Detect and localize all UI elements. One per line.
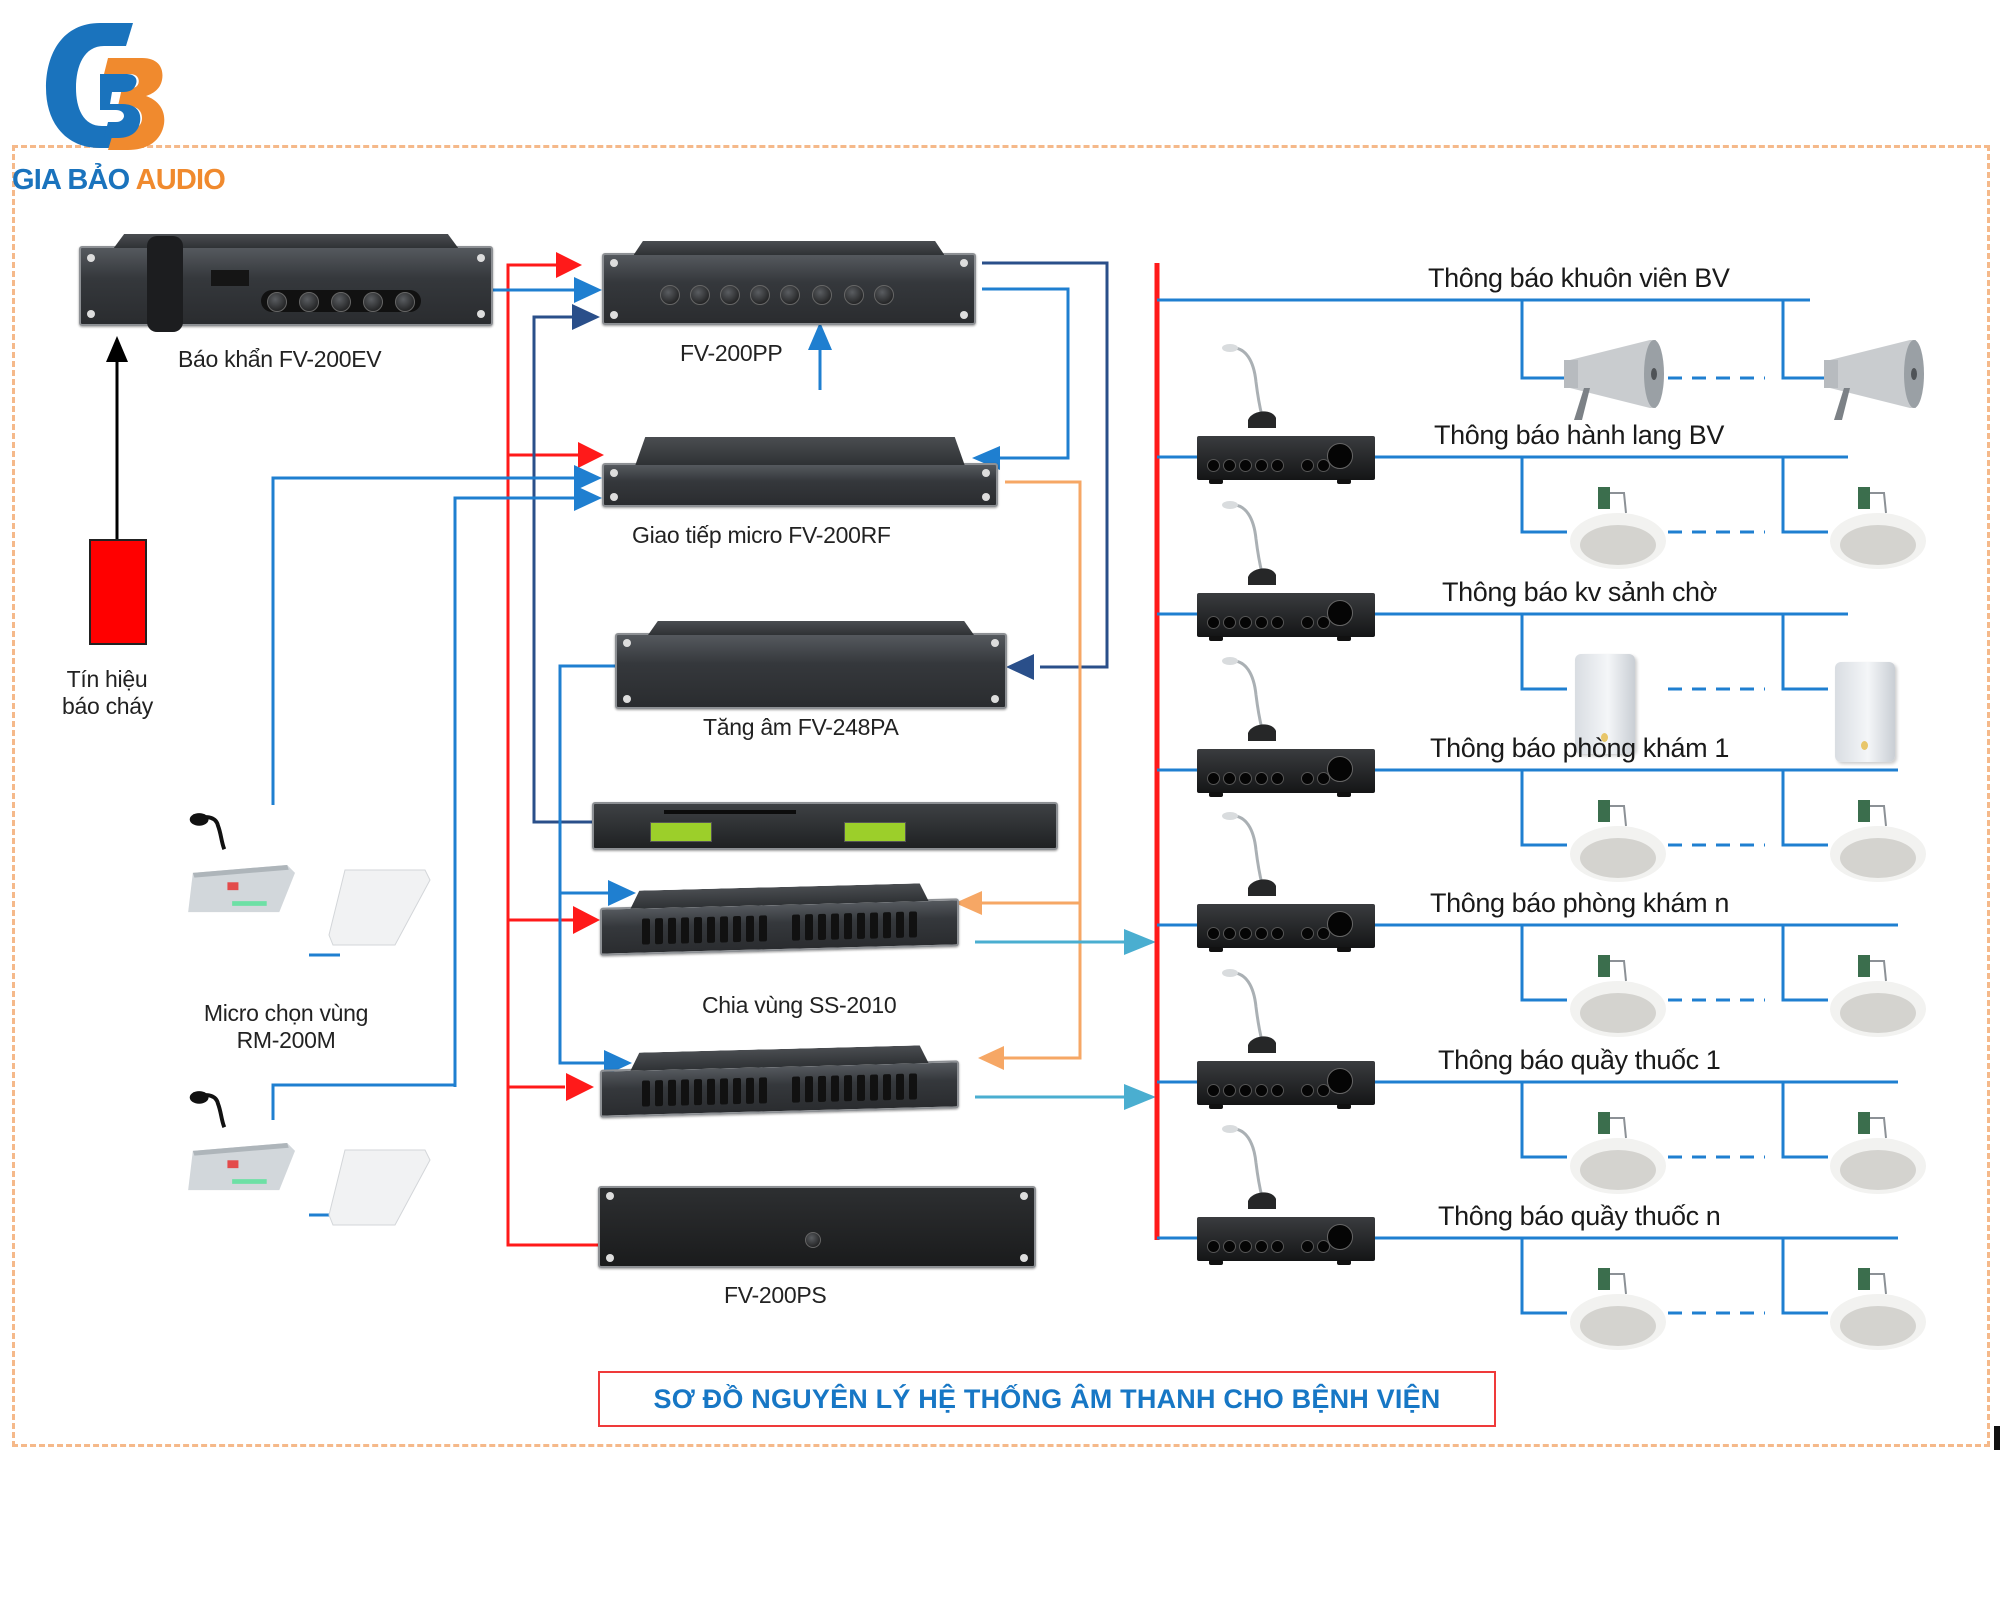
zone-label: Thông báo khuôn viên BV [1428,263,1730,293]
zone-drop-line [1520,457,1567,534]
zone-output-arrows [1124,929,1156,1110]
diagram-title-box: SƠ ĐỒ NGUYÊN LÝ HỆ THỐNG ÂM THANH CHO BỆ… [598,1371,1496,1427]
fire-signal-label: Tín hiệu báo cháy [62,666,153,720]
gooseneck-mic-icon [1222,1125,1276,1209]
emergency-unit-label: Báo khẩn FV-200EV [178,346,382,372]
wall-speaker-icon [1835,662,1895,762]
gooseneck-mic-icon [1222,501,1276,585]
gooseneck-mic-icon [1222,812,1276,896]
zone-label: Thông báo kv sảnh chờ [1442,577,1717,607]
remote-mic-label-line1: Micro chọn vùng [203,1000,369,1026]
booster-fv248pa[interactable] [615,621,1007,709]
wall-speaker-icon [1575,654,1635,754]
remote-mic-2-icon[interactable] [170,1088,310,1198]
zone-selector-ss2010-1[interactable] [600,898,959,956]
ceiling-speaker-icon [1570,1268,1666,1350]
zone-drop-line [1781,770,1828,847]
zone-label: Thông báo phòng khám n [1430,888,1729,918]
zone-drop-line [1781,925,1828,1002]
ceiling-speaker-icon [1830,955,1926,1037]
zone-drop-line [1520,925,1567,1002]
feedback-wire [978,480,1082,1060]
zone-drop-line [1520,300,1567,380]
zone-drop-line [1781,1082,1828,1159]
zone-amplifier[interactable] [1197,1217,1375,1265]
zone-label: Thông báo quầy thuốc n [1438,1201,1721,1231]
ceiling-speaker-icon [1830,487,1926,569]
zone-drop-line [1520,614,1567,691]
text-cursor [1994,1426,2000,1450]
zone-output-wire [975,940,1125,1099]
gooseneck-mic-icon [1222,344,1276,428]
zone-amplifier[interactable] [1197,904,1375,952]
zone-drop-line [1781,614,1828,691]
ceiling-speaker-icon [1830,1268,1926,1350]
control-arrows [572,304,1034,680]
remote-mic-keypad-2-icon[interactable] [325,1140,435,1230]
zone-amplifier[interactable] [1197,593,1375,641]
handheld-mic-icon [147,236,183,332]
zone-amplifier[interactable] [1197,749,1375,797]
alarm-wire [106,336,128,539]
remote-mic-label-line2: RM-200M [236,1027,336,1053]
diagram-frame [12,145,1990,1447]
mic-interface-label: Giao tiếp micro FV-200RF [632,522,891,548]
ceiling-speaker-icon [1570,955,1666,1037]
horn-speaker-icon [1824,340,1924,420]
zone-drop-line [1520,1082,1567,1159]
power-supply-fv200ps[interactable] [598,1186,1036,1268]
zone-drop-line [1520,1238,1567,1315]
booster-label: Tăng âm FV-248PA [703,714,899,740]
ceiling-speaker-icon [1570,487,1666,569]
control-wire [532,261,1109,824]
zone-amplifier[interactable] [1197,1061,1375,1109]
power-supply-label: FV-200PS [724,1282,827,1308]
power-bus [506,263,598,1247]
zone-drop-line [1781,300,1828,380]
mic-interface-fv200rf[interactable] [602,437,998,507]
zone-selector-ss2010-2[interactable] [600,1060,959,1118]
brand-name: GIA BẢO AUDIO [12,164,226,197]
brand-name-part2: AUDIO [135,164,226,196]
zone-drop-line [1781,457,1828,534]
diagram-title: SƠ ĐỒ NGUYÊN LÝ HỆ THỐNG ÂM THANH CHO BỆ… [653,1383,1441,1414]
ceiling-speaker-icon [1830,800,1926,882]
preamp-label: FV-200PP [680,340,783,366]
zone-label: Thông báo phòng khám 1 [1430,733,1729,763]
preamp-fv200pp[interactable] [602,241,976,325]
zone-label: Thông báo quầy thuốc 1 [1438,1045,1721,1075]
zone-amplifier[interactable] [1197,436,1375,484]
cd-tuner-player-icon[interactable] [592,802,1058,850]
zone-label: Thông báo hành lang BV [1434,420,1724,450]
horn-speaker-icon [1564,340,1664,420]
gooseneck-mic-icon [1222,969,1276,1053]
remote-mic-label: Micro chọn vùng RM-200M [196,1000,376,1054]
remote-mic-1-icon[interactable] [170,810,310,920]
gooseneck-mic-icon [1222,657,1276,741]
audio-arrows [574,277,1000,1076]
brand-name-part1: GIA BẢO [12,164,130,196]
ceiling-speaker-icon [1830,1112,1926,1194]
ceiling-speaker-icon [1570,800,1666,882]
remote-mic-keypad-1-icon[interactable] [325,860,435,950]
zone-selector-label: Chia vùng SS-2010 [702,992,897,1018]
emergency-unit-fv200ev[interactable] [79,234,493,332]
fire-signal-label-line2: báo cháy [62,693,153,719]
gia-bao-audio-logo-icon [46,23,165,150]
audio-wire [271,287,1070,1217]
fire-signal-label-line1: Tín hiệu [66,666,148,692]
feedback-arrows [955,891,1004,1070]
power-arrows [556,252,604,1101]
zone-drop-line [1781,1238,1828,1315]
ceiling-speaker-icon [1570,1112,1666,1194]
zone-drop-line [1520,770,1567,847]
fire-alarm-box [89,539,147,645]
